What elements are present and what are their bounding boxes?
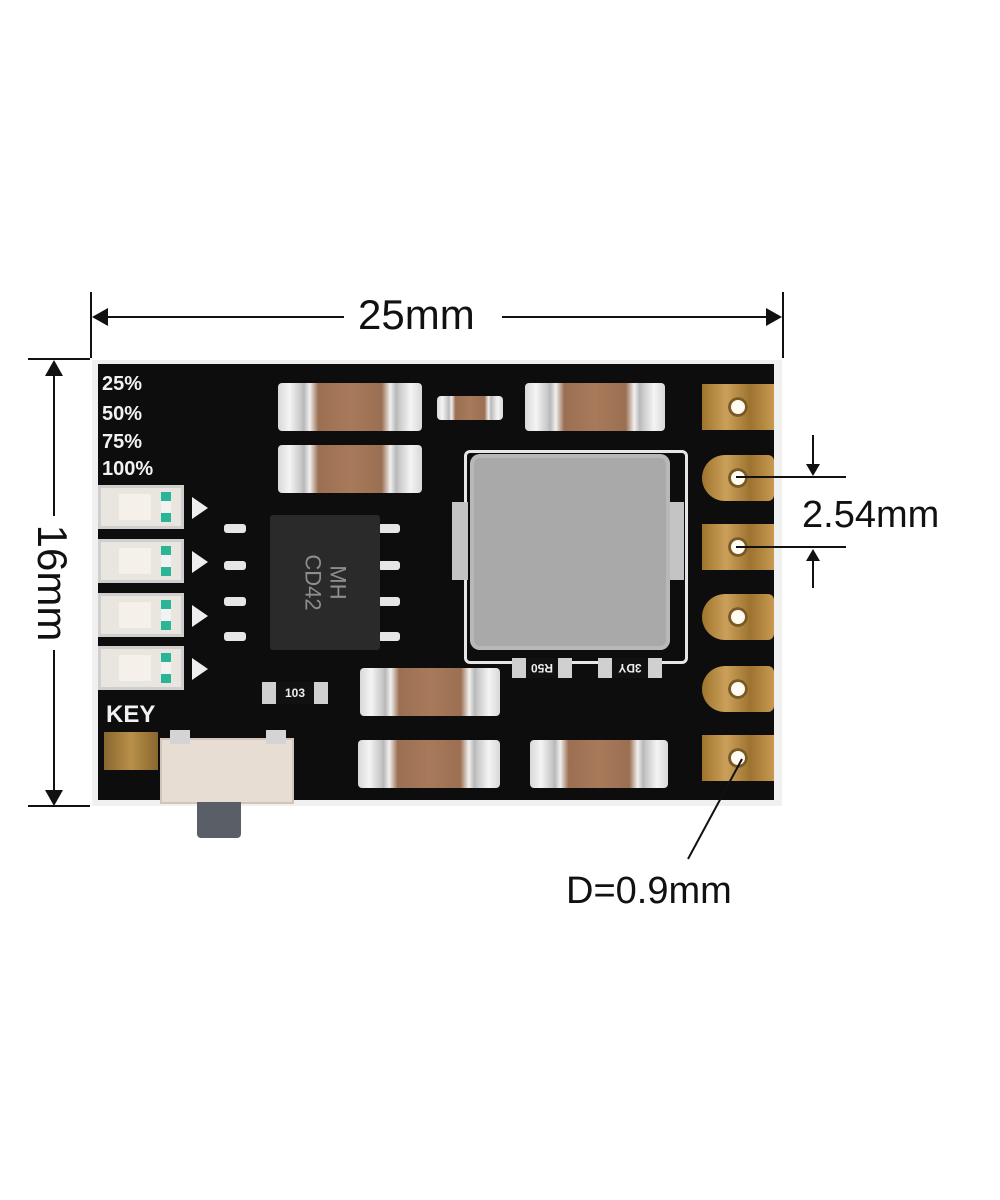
arrow-down-icon (806, 464, 820, 476)
pin-pad-1 (702, 384, 774, 430)
arrow-up-icon (45, 360, 63, 376)
chip-pin (378, 561, 400, 570)
width-dim-line-right (502, 316, 778, 318)
chip-pin (378, 597, 400, 606)
pitch-arrow-top-line (812, 435, 814, 465)
resistor-103: 103 (262, 682, 328, 704)
through-hole (728, 468, 748, 488)
capacitor (358, 740, 500, 788)
height-dim-line-top (53, 370, 55, 516)
chip-pin (224, 561, 246, 570)
through-hole (728, 679, 748, 699)
height-dim-line-bottom (53, 650, 55, 794)
pitch-extension-top (736, 476, 846, 478)
chip-pin (378, 524, 400, 533)
width-extension-right (782, 292, 784, 358)
pitch-extension-bottom (736, 546, 846, 548)
width-dim-line-left (96, 316, 344, 318)
switch-tab-left (170, 730, 190, 744)
chip-marking-line1: MH (325, 565, 351, 600)
led-marker-icon (161, 600, 171, 630)
slide-switch[interactable] (160, 738, 294, 804)
triangle-marker-icon (192, 658, 208, 680)
height-extension-bottom (28, 805, 90, 807)
led-marker-icon (161, 653, 171, 683)
pin-pad-5 (702, 666, 774, 712)
pin-pad-6 (702, 735, 774, 781)
inductor-tab-right (668, 502, 684, 580)
height-label: 16mm (29, 524, 76, 642)
capacitor (525, 383, 665, 431)
through-hole (728, 397, 748, 417)
level-100-label: 100% (102, 458, 154, 480)
chip-pin (378, 632, 400, 641)
through-hole (728, 607, 748, 627)
inductor (470, 454, 670, 650)
key-label: KEY (106, 701, 156, 728)
arrow-left-icon (92, 308, 108, 326)
arrow-right-icon (766, 308, 782, 326)
hole-leader-line (687, 758, 743, 860)
led-marker-icon (161, 546, 171, 576)
switch-knob[interactable] (197, 802, 241, 838)
level-75-label: 75% (102, 431, 143, 453)
height-extension-top (28, 358, 90, 360)
inductor-tab-left (452, 502, 468, 580)
pin-pad-2 (702, 455, 774, 501)
capacitor-small (437, 396, 503, 420)
triangle-marker-icon (192, 605, 208, 627)
level-25-label: 25% (102, 373, 143, 395)
pin-pad-4 (702, 594, 774, 640)
led-50 (98, 539, 184, 583)
led-100 (98, 646, 184, 690)
pitch-arrow-bottom-line (812, 560, 814, 588)
width-extension-left (90, 292, 92, 358)
triangle-marker-icon (192, 497, 208, 519)
chip-pin (224, 524, 246, 533)
capacitor (278, 383, 422, 431)
arrow-up-icon (806, 549, 820, 561)
led-25 (98, 485, 184, 529)
key-pad (104, 732, 158, 770)
level-50-label: 50% (102, 403, 143, 425)
led-marker-icon (161, 492, 171, 522)
width-label: 25mm (358, 291, 475, 338)
through-hole (728, 748, 748, 768)
triangle-marker-icon (192, 551, 208, 573)
ic-chip: MH CD42 (270, 515, 380, 650)
resistor-3dy: 3DY (598, 658, 662, 678)
chip-marking-line2: CD42 (301, 554, 326, 611)
capacitor (278, 445, 422, 493)
hole-diameter-label: D=0.9mm (566, 870, 732, 912)
chip-pin (224, 632, 246, 641)
resistor-r50: R50 (512, 658, 572, 678)
pitch-label: 2.54mm (802, 494, 940, 536)
led-75 (98, 593, 184, 637)
switch-tab-right (266, 730, 286, 744)
capacitor (530, 740, 668, 788)
arrow-down-icon (45, 790, 63, 806)
chip-pin (224, 597, 246, 606)
capacitor (360, 668, 500, 716)
